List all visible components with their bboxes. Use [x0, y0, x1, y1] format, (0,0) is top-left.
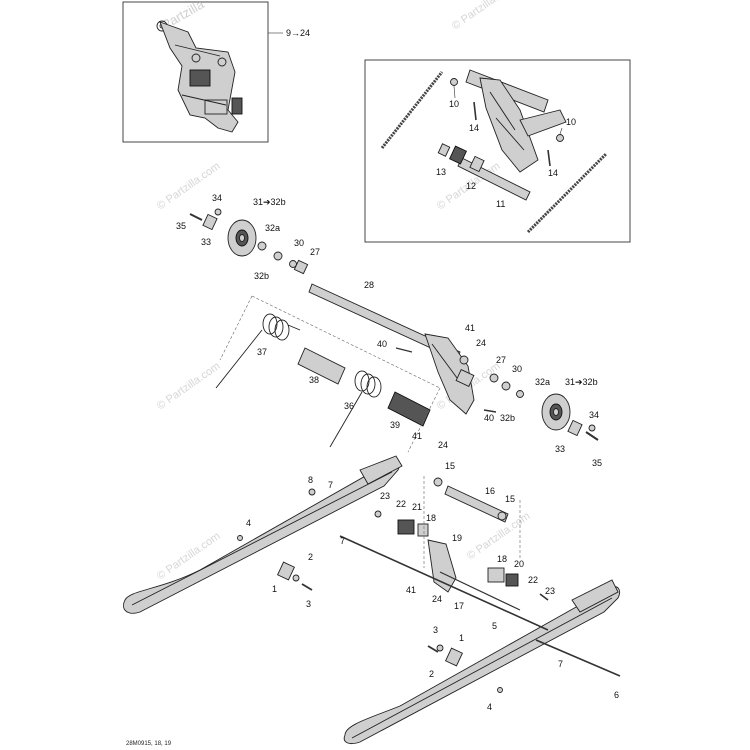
- callout-40b: 40: [484, 413, 494, 423]
- callout-33b: 33: [555, 444, 565, 454]
- callout-7b: 7: [340, 536, 345, 546]
- callout-34a: 34: [212, 193, 222, 203]
- callout-10a: 10: [449, 99, 459, 109]
- callout-20: 20: [514, 559, 524, 569]
- callout-14a: 14: [469, 123, 479, 133]
- inset-assembly: Partzilla 9→24: [122, 0, 310, 143]
- callout-40a: 40: [377, 339, 387, 349]
- callout-12: 12: [466, 181, 476, 191]
- inset-callout: 9→24: [286, 28, 310, 38]
- callout-22a: 22: [396, 499, 406, 509]
- callout-32ab: 32a: [535, 377, 550, 387]
- callout-18a: 18: [426, 513, 436, 523]
- callout-4a: 4: [246, 518, 251, 528]
- lower-rail-group: 15 16 15 8 7 23 22 21 18 19 4 7 2 1 3 18…: [123, 455, 621, 745]
- callout-24b: 24: [438, 440, 448, 450]
- callout-32ba: 32b: [254, 271, 269, 281]
- callout-32bb: 32b: [500, 413, 515, 423]
- callout-38: 38: [309, 375, 319, 385]
- callout-27b: 27: [496, 355, 506, 365]
- callout-30a: 30: [294, 238, 304, 248]
- watermark-1: © Partzilla.com: [450, 0, 518, 32]
- inset-frame-shape: [159, 21, 243, 133]
- callout-31a: 31➔32b: [253, 197, 286, 207]
- callout-41b: 41: [412, 431, 422, 441]
- callout-23a: 23: [380, 491, 390, 501]
- callout-3b: 3: [433, 625, 438, 635]
- callout-24a: 24: [476, 338, 486, 348]
- reference-code: 28M0915, 18, 19: [126, 741, 172, 747]
- inset-front-arm: 10 10 14 14 13 12 11: [364, 59, 631, 243]
- callout-1a: 1: [272, 584, 277, 594]
- callout-1b: 1: [459, 633, 464, 643]
- callout-36: 36: [344, 401, 354, 411]
- callout-15a: 15: [445, 461, 455, 471]
- callout-15b: 15: [505, 494, 515, 504]
- callout-21: 21: [412, 502, 422, 512]
- callout-32aa: 32a: [265, 223, 280, 233]
- callout-37: 37: [257, 347, 267, 357]
- callout-2a: 2: [308, 552, 313, 562]
- callout-30b: 30: [512, 364, 522, 374]
- callout-14b: 14: [548, 168, 558, 178]
- callout-7c: 7: [558, 659, 563, 669]
- callout-8: 8: [308, 475, 313, 485]
- callout-41a: 41: [465, 323, 475, 333]
- callout-11: 11: [496, 199, 505, 209]
- callout-39: 39: [390, 420, 400, 430]
- callout-2b: 2: [429, 669, 434, 679]
- callout-24c: 24: [432, 594, 442, 604]
- callout-4b: 4: [487, 702, 492, 712]
- callout-13: 13: [436, 167, 446, 177]
- callout-35a: 35: [176, 221, 186, 231]
- callout-41c: 41: [406, 585, 416, 595]
- callout-10b: 10: [566, 117, 576, 127]
- callout-27a: 27: [310, 247, 320, 257]
- callout-28: 28: [364, 280, 374, 290]
- callout-23b: 23: [545, 586, 555, 596]
- callout-16: 16: [485, 486, 495, 496]
- watermark-2: © Partzilla.com: [155, 160, 223, 212]
- spring-36: [329, 370, 382, 448]
- watermark-4: © Partzilla.com: [155, 360, 223, 412]
- callout-7a: 7: [328, 480, 333, 490]
- callout-19: 19: [452, 533, 462, 543]
- callout-6: 6: [614, 690, 619, 700]
- callout-22b: 22: [528, 575, 538, 585]
- upper-shaft-group: 34 35 33 31➔32b 32a 32b 30 27 28 37 38 3…: [176, 193, 602, 468]
- callout-17: 17: [454, 601, 464, 611]
- callout-5: 5: [492, 621, 497, 631]
- callout-34b: 34: [589, 410, 599, 420]
- callout-18b: 18: [497, 554, 507, 564]
- callout-33a: 33: [201, 237, 211, 247]
- callout-35b: 35: [592, 458, 602, 468]
- callout-3a: 3: [306, 599, 311, 609]
- spring-37: [215, 313, 301, 389]
- callout-31b: 31➔32b: [565, 377, 598, 387]
